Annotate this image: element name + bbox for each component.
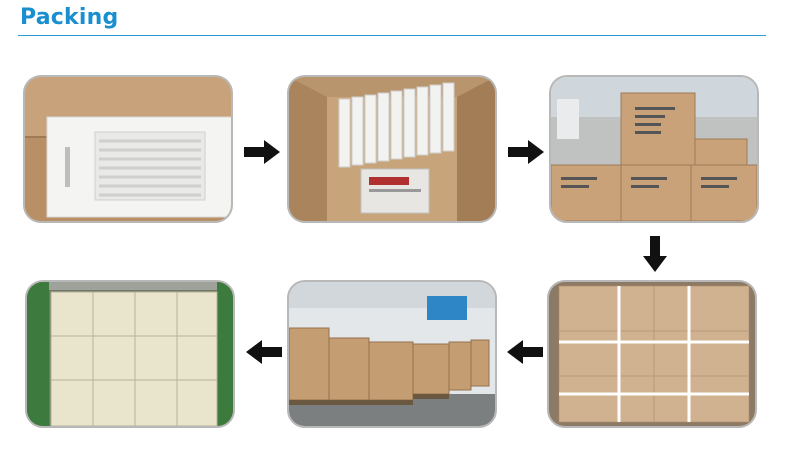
labeled-cartons-image [551, 77, 757, 221]
warehouse-image [289, 282, 495, 426]
photo-vent-grille [23, 75, 233, 223]
photo-container-loaded [25, 280, 235, 428]
vent-grille-image [25, 77, 231, 221]
photo-grilles-in-box [287, 75, 497, 223]
arrow-down [643, 236, 667, 272]
arrow-right-2 [508, 140, 544, 164]
page-title: Packing [20, 5, 119, 30]
grilles-box-image [289, 77, 495, 221]
header: Packing [0, 0, 791, 42]
arrow-left-2 [246, 340, 282, 364]
photo-wrapped-pallet [547, 280, 757, 428]
title-divider [18, 35, 766, 36]
photo-warehouse-pallets [287, 280, 497, 428]
wrapped-pallet-image [549, 282, 755, 426]
container-image [27, 282, 233, 426]
photo-labeled-cartons [549, 75, 759, 223]
arrow-left-1 [507, 340, 543, 364]
arrow-right-1 [244, 140, 280, 164]
